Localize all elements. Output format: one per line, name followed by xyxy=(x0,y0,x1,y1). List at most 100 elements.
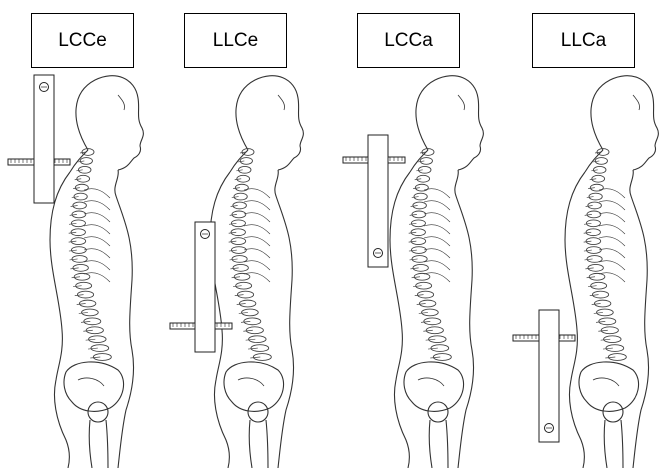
rib-line xyxy=(84,249,110,258)
spinous-process xyxy=(232,197,239,198)
vertebra xyxy=(80,158,92,165)
spinous-process xyxy=(76,170,82,171)
spinous-process xyxy=(410,268,418,269)
inclinometer-3 xyxy=(513,310,575,442)
spinous-process xyxy=(70,214,77,215)
spinous-process xyxy=(603,348,613,349)
spinous-process xyxy=(78,161,84,162)
spinous-process xyxy=(250,357,260,358)
inclinometer-body xyxy=(368,135,388,267)
pelvis-detail xyxy=(238,378,264,386)
vertebra xyxy=(587,256,602,263)
rib-line xyxy=(424,249,450,258)
vertebra xyxy=(599,318,616,325)
ear-outline xyxy=(118,95,125,110)
vertebra xyxy=(71,229,85,236)
vertebra xyxy=(82,309,99,316)
spinous-process xyxy=(585,259,593,260)
spinous-process xyxy=(423,330,432,331)
vertebra xyxy=(231,220,245,227)
femoral-head xyxy=(428,402,448,422)
pelvis-outline xyxy=(224,362,284,411)
vertebra xyxy=(587,211,601,218)
vertebra xyxy=(417,175,430,182)
rib-line xyxy=(599,225,625,234)
spinous-process xyxy=(229,223,236,224)
vertebra xyxy=(236,282,252,289)
vertebra xyxy=(77,175,90,182)
vertebra xyxy=(417,291,433,298)
spinous-process xyxy=(69,223,76,224)
spinous-process xyxy=(69,232,77,233)
vertebra xyxy=(77,291,93,298)
spinous-process xyxy=(409,232,417,233)
vertebra xyxy=(234,193,247,200)
vertebra xyxy=(589,273,605,280)
figure-panel-3 xyxy=(565,76,658,468)
spinous-process xyxy=(248,348,258,349)
ear-outline xyxy=(633,95,640,110)
spinous-process xyxy=(70,268,78,269)
spinous-process xyxy=(587,277,595,278)
spinous-process xyxy=(415,179,422,180)
vertebra xyxy=(586,220,600,227)
spinous-process xyxy=(231,205,238,206)
spinous-process xyxy=(243,330,252,331)
vertebra xyxy=(588,264,603,271)
spinous-process xyxy=(416,170,422,171)
vertebra xyxy=(73,202,87,209)
back-contour xyxy=(390,172,410,468)
spinous-process xyxy=(417,304,426,305)
spinous-process xyxy=(246,339,256,340)
vertebra xyxy=(237,291,253,298)
vertebra xyxy=(586,238,601,245)
head-outline xyxy=(591,76,658,170)
vertebra xyxy=(86,327,103,334)
rib-line xyxy=(424,237,450,246)
spinous-process xyxy=(428,348,438,349)
vertebra xyxy=(239,300,255,307)
vertebra xyxy=(593,166,606,173)
vertebra xyxy=(74,273,90,280)
vertebra xyxy=(416,282,432,289)
spinous-process xyxy=(588,286,597,287)
inclinometer-body xyxy=(34,75,54,203)
vertebra xyxy=(413,264,428,271)
spinous-process xyxy=(229,241,237,242)
spinous-process xyxy=(83,330,92,331)
front-contour xyxy=(275,170,294,468)
rib-line xyxy=(244,201,270,210)
vertebra xyxy=(590,184,603,191)
vertebra xyxy=(233,202,247,209)
rib-line xyxy=(599,201,625,210)
spinous-process xyxy=(233,188,240,189)
vertebra xyxy=(418,166,431,173)
femoral-head xyxy=(248,402,268,422)
pelvis-outline xyxy=(579,362,639,411)
spinous-process xyxy=(590,179,597,180)
head-outline xyxy=(416,76,483,170)
vertebra xyxy=(91,345,109,352)
spinous-process xyxy=(413,188,420,189)
front-contour xyxy=(455,170,474,468)
vertebra xyxy=(426,327,443,334)
inclinometer-body xyxy=(195,222,215,352)
rib-line xyxy=(84,237,110,246)
figure-panel-1 xyxy=(210,76,303,468)
vertebra xyxy=(84,318,101,325)
spinous-process xyxy=(585,214,592,215)
spinous-process xyxy=(584,223,591,224)
rib-line xyxy=(84,201,110,210)
panel-label-lcca: LCCa xyxy=(357,13,460,68)
vertebra xyxy=(433,354,451,361)
spinous-process xyxy=(90,357,100,358)
vertebra xyxy=(75,184,88,191)
rib-line xyxy=(244,225,270,234)
spinous-process xyxy=(584,250,592,251)
back-contour xyxy=(50,172,70,468)
vertebra xyxy=(72,211,86,218)
rib-line xyxy=(84,213,110,222)
spinous-process xyxy=(230,214,237,215)
vertebra xyxy=(412,256,427,263)
